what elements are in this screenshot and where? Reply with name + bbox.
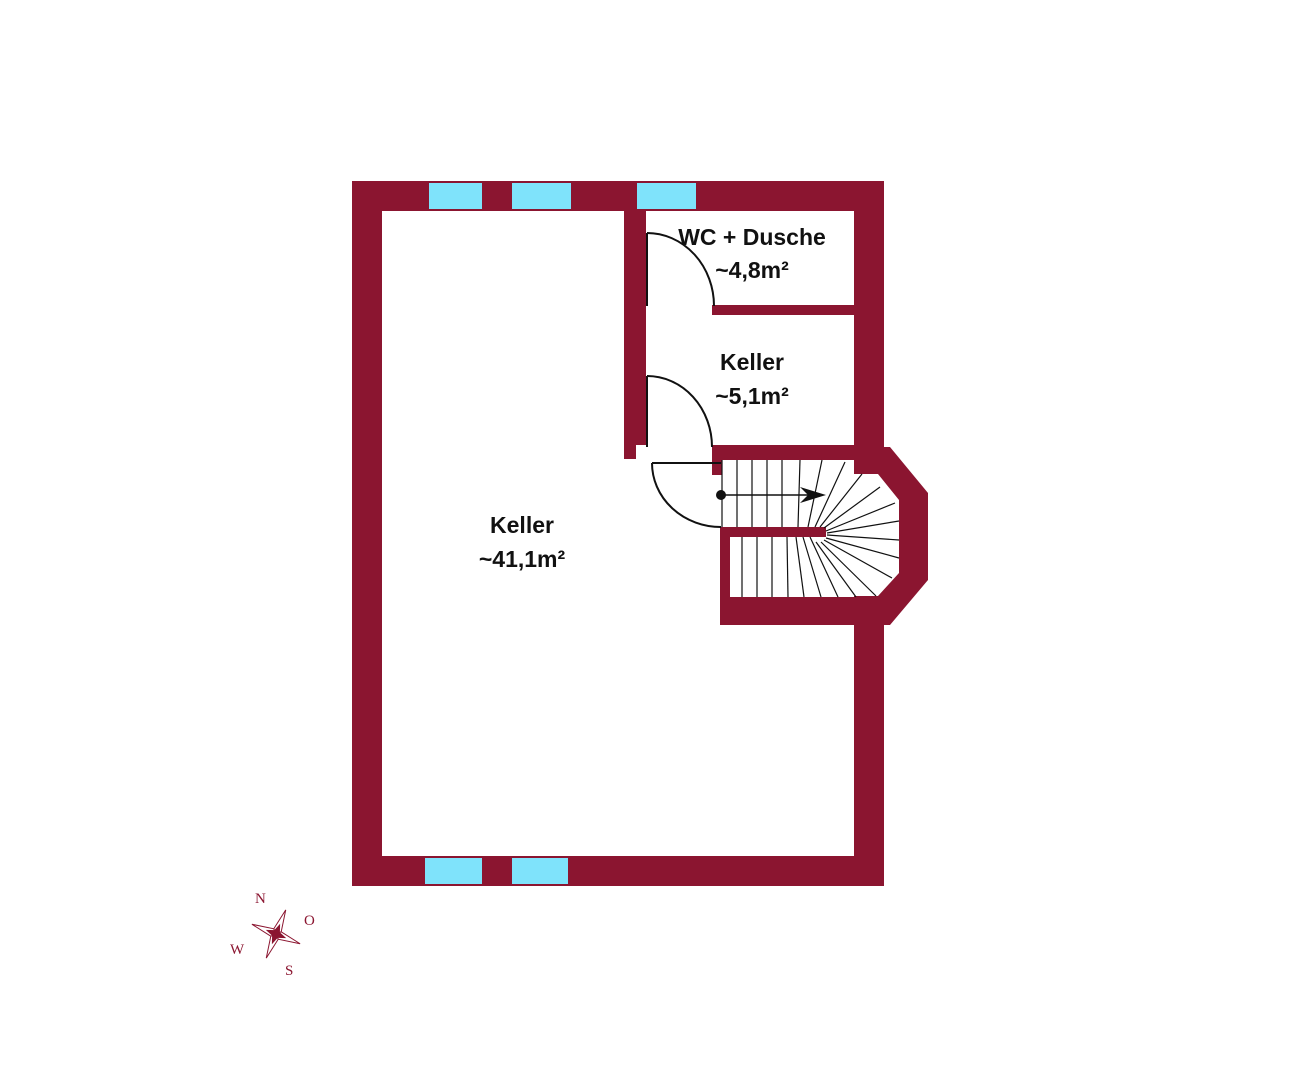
stair-step	[825, 502, 896, 532]
room-labels: WC + Dusche ~4,8m² Keller ~5,1m² Keller …	[479, 224, 826, 572]
window-south-2	[512, 858, 568, 884]
stair-step	[826, 520, 900, 534]
wall-wc-west-inner	[636, 211, 646, 307]
wall-keller-south	[712, 445, 854, 460]
wall-stair-landing-stub	[712, 445, 722, 475]
door-keller-small	[646, 375, 713, 448]
room-area-wc: ~4,8m²	[715, 257, 789, 283]
room-area-keller-main: ~41,1m²	[479, 546, 566, 572]
stair-step	[786, 536, 789, 598]
stair-step	[814, 461, 846, 528]
staircase	[716, 459, 900, 598]
window-north-2	[512, 183, 571, 209]
stair-step	[802, 536, 822, 598]
compass-rose-icon: N O S W	[230, 891, 315, 979]
stair-start-dot	[716, 490, 726, 500]
doors	[646, 232, 722, 528]
stair-step	[823, 539, 893, 579]
wall-stair-south	[720, 597, 860, 625]
stair-step	[825, 537, 900, 559]
stair-step	[819, 473, 863, 528]
room-name-wc: WC + Dusche	[678, 224, 826, 250]
compass-north: N	[255, 891, 266, 907]
room-area-keller-small: ~5,1m²	[715, 383, 789, 409]
door-stair	[651, 462, 722, 528]
room-name-keller-main: Keller	[490, 512, 554, 538]
stair-step	[820, 541, 877, 597]
compass-west: W	[230, 942, 245, 958]
wall-east-lower	[854, 596, 884, 886]
compass-east: O	[304, 913, 315, 929]
stair-arrow-icon	[800, 487, 826, 503]
stair-step	[809, 536, 839, 598]
stair-step	[797, 459, 801, 528]
wall-wc-west	[624, 211, 636, 459]
outer-walls	[352, 181, 928, 886]
window-north-3	[637, 183, 696, 209]
stair-step	[823, 486, 881, 529]
wall-wc-south	[712, 305, 854, 315]
window-south-1	[425, 858, 482, 884]
wall-stair-west	[720, 527, 730, 597]
wall-stair-mid	[722, 527, 826, 537]
stair-step	[826, 534, 900, 541]
wall-west	[352, 181, 382, 886]
wall-keller-west-inner	[636, 315, 646, 445]
wall-wc-south-stub	[624, 305, 646, 315]
interior-walls	[624, 211, 860, 625]
wall-east-upper	[854, 181, 884, 447]
room-name-keller-small: Keller	[720, 349, 784, 375]
windows	[425, 183, 696, 884]
stair-step	[815, 541, 857, 598]
compass-south: S	[285, 963, 293, 979]
window-north-1	[429, 183, 482, 209]
bay-wall	[854, 447, 928, 625]
stair-step	[795, 536, 805, 598]
door-wc	[646, 232, 715, 307]
